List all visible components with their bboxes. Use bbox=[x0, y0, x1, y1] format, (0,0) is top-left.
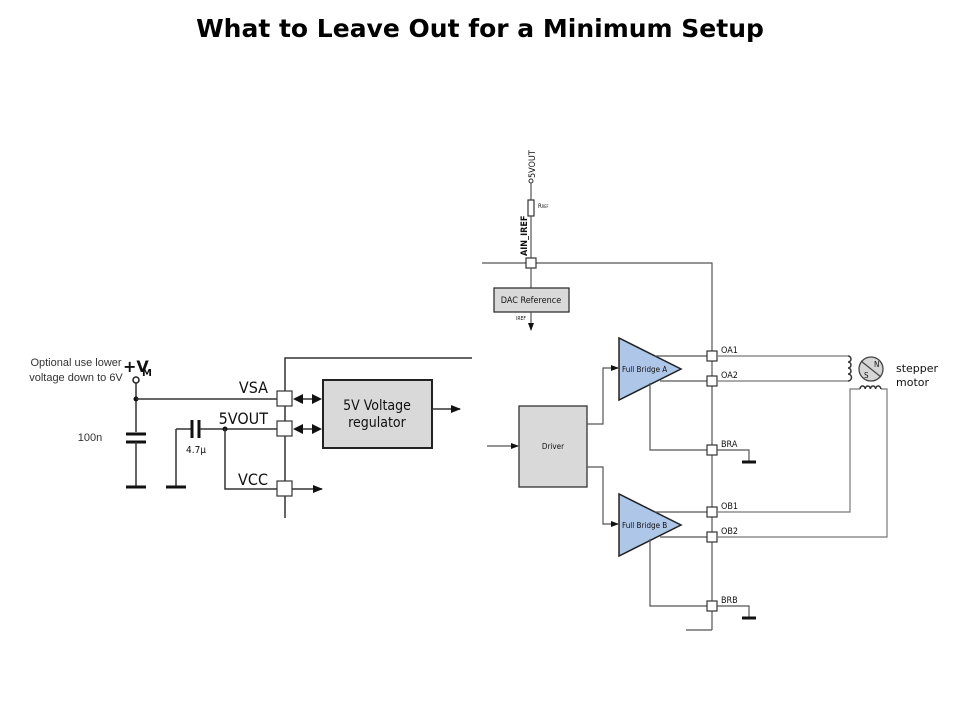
motor-south-label: S bbox=[864, 371, 869, 380]
pin-ob2 bbox=[706, 531, 718, 543]
vm-label: +V bbox=[123, 357, 149, 376]
stepper-motor-icon bbox=[858, 356, 884, 382]
dac-reference-block bbox=[493, 287, 570, 313]
driver-label: Driver bbox=[542, 442, 564, 451]
pin-bra-label: BRA bbox=[721, 440, 738, 450]
vsa-bidir-arrow bbox=[293, 394, 322, 404]
regulator-label-line2: regulator bbox=[348, 415, 406, 431]
pin-oa2-label: OA2 bbox=[721, 371, 738, 381]
pin-ain-iref bbox=[525, 257, 537, 269]
capacitor-100n bbox=[126, 432, 146, 489]
cap-100n-label: 100n bbox=[78, 432, 102, 444]
motor-north-label: N bbox=[874, 360, 879, 369]
cap-4u7-label: 4.7µ bbox=[186, 445, 206, 456]
brb-internal-wire bbox=[649, 539, 707, 607]
full-bridge-b-label: Full Bridge B bbox=[622, 521, 667, 530]
coil-a-icon bbox=[847, 355, 853, 382]
bra-ground bbox=[717, 449, 756, 464]
ob1-wire bbox=[717, 388, 860, 513]
driver-to-bridge-a bbox=[587, 365, 619, 425]
pin-vsa-label: VSA bbox=[239, 378, 268, 397]
regulator-label-line1: 5V Voltage bbox=[343, 398, 411, 414]
pin-oa1-label: OA1 bbox=[721, 346, 738, 356]
5vout-terminal bbox=[528, 178, 534, 184]
voltage-regulator-block bbox=[322, 379, 433, 449]
pin-vcc bbox=[276, 480, 293, 497]
pin-brb-label: BRB bbox=[721, 596, 738, 606]
pin-vsa bbox=[276, 390, 293, 407]
pin-ob2-label: OB2 bbox=[721, 527, 738, 537]
pin-5vout-label: 5VOUT bbox=[219, 409, 269, 428]
slide-title: What to Leave Out for a Minimum Setup bbox=[196, 14, 764, 43]
coil-b-icon bbox=[859, 385, 882, 390]
pin-ob1-label: OB1 bbox=[721, 502, 738, 512]
rref-resistor bbox=[527, 199, 535, 217]
pin-ob1 bbox=[706, 506, 718, 518]
stepper-motor-label-line1: stepper bbox=[896, 362, 939, 375]
dac-reference-label: DAC Reference bbox=[501, 296, 561, 306]
optional-note-line2: voltage down to 6V bbox=[29, 372, 123, 384]
vcc-wire bbox=[224, 429, 277, 490]
pin-bra bbox=[706, 444, 718, 456]
optional-note-line1: Optional use lower bbox=[30, 357, 121, 369]
vm-subscript: M bbox=[142, 368, 152, 379]
capacitor-4u7 bbox=[166, 420, 277, 489]
stepper-motor-label-line2: motor bbox=[896, 376, 929, 389]
driver-block bbox=[518, 405, 588, 488]
pin-vcc-label: VCC bbox=[238, 470, 268, 489]
pin-brb bbox=[706, 600, 718, 612]
pin-oa1 bbox=[706, 350, 718, 362]
ob2-wire bbox=[717, 388, 888, 538]
vm-terminal bbox=[132, 376, 140, 384]
ain-iref-label: AIN_IREF bbox=[520, 216, 530, 256]
top-5vout-label: 5VOUT bbox=[528, 150, 538, 178]
bra-internal-wire bbox=[649, 383, 707, 451]
5vout-bidir-arrow bbox=[293, 424, 322, 434]
iref-label: IREF bbox=[516, 316, 526, 322]
brb-ground bbox=[717, 605, 756, 620]
rref-label: RREF bbox=[538, 203, 549, 210]
full-bridge-a-label: Full Bridge A bbox=[622, 365, 667, 374]
pin-5vout bbox=[276, 420, 293, 437]
ic-border-left bbox=[284, 357, 472, 518]
vm-supply-label: +V M bbox=[123, 357, 152, 379]
pin-oa2 bbox=[706, 375, 718, 387]
driver-to-bridge-b bbox=[587, 466, 619, 527]
